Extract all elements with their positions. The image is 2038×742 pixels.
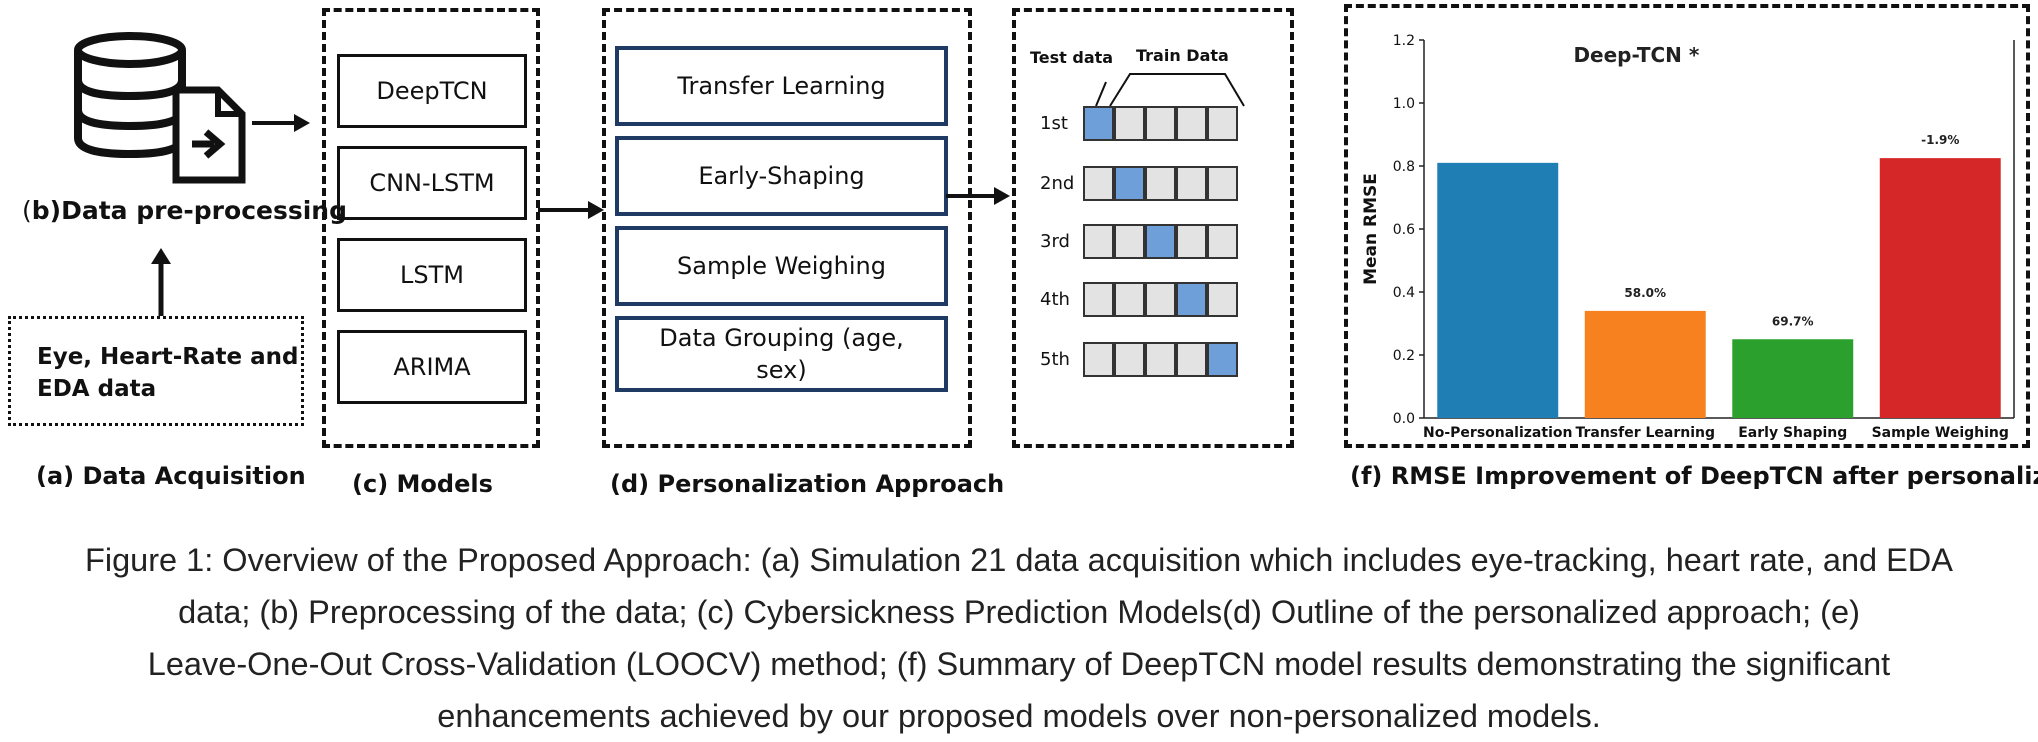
loocv-train-fold [1114,224,1145,259]
loocv-train-fold [1083,342,1114,377]
figure-caption-line-4: enhancements achieved by our proposed mo… [437,698,1601,734]
loocv-train-fold [1145,106,1176,141]
y-tick-label: 0.0 [1393,411,1415,427]
loocv-train-fold [1176,166,1207,201]
loocv-row-label: 5th [1040,349,1070,370]
loocv-row-label: 3rd [1040,231,1070,252]
models-container [322,8,540,448]
loocv-train-fold [1145,342,1176,377]
model-deeptcn: DeepTCN [337,54,527,128]
loocv-train-fold [1207,282,1238,317]
loocv-train-fold [1207,166,1238,201]
figure-caption-line-1: Figure 1: Overview of the Proposed Appro… [85,542,1953,578]
bar-early-shaping [1732,339,1854,418]
loocv-train-fold [1207,106,1238,141]
file-arrow-icon [172,86,246,184]
y-tick-label: 0.6 [1393,222,1415,238]
loocv-train-fold [1176,106,1207,141]
chart-container [1344,4,2030,448]
acquisition-caption: (a) Data Acquisition [36,462,306,490]
loocv-row-label: 2nd [1040,173,1075,194]
x-tick-label: Early Shaping [1738,425,1847,441]
y-tick-label: 0.8 [1393,159,1415,175]
loocv-test-fold [1207,342,1238,377]
loocv-train-fold [1176,342,1207,377]
chart-title: Deep-TCN * [1573,43,1699,67]
loocv-train-fold [1145,166,1176,201]
bar-transfer-learning [1584,310,1706,418]
bar-data-label: 69.7% [1772,314,1814,328]
arrow-up-to-preprocessing [151,248,171,316]
arrow-to-personalization [538,201,604,219]
loocv-train-fold [1114,342,1145,377]
loocv-test-fold [1145,224,1176,259]
preprocessing-caption: (b)Data pre-processing [22,196,347,225]
loocv-train-fold [1083,224,1114,259]
y-tick-label: 0.2 [1393,348,1415,364]
loocv-train-fold [1083,282,1114,317]
loocv-test-fold [1176,282,1207,317]
x-tick-label: Sample Weighing [1872,425,2009,441]
loocv-test-fold [1114,166,1145,201]
acquisition-text: Eye, Heart-Rate and EDA data [37,344,299,402]
loocv-train-fold [1114,282,1145,317]
y-tick-label: 1.0 [1393,96,1415,112]
figure-caption-line-3: Leave-One-Out Cross-Validation (LOOCV) m… [147,646,1891,682]
method-data-grouping: Data Grouping (age, sex) [615,316,948,392]
loocv-container [1012,8,1294,448]
loocv-row-label: 4th [1040,289,1070,310]
train-data-label: Train Data [1136,46,1229,65]
method-sample-weighing: Sample Weighing [615,226,948,306]
bar-data-label: -1.9% [1921,133,1959,147]
acquisition-box: Eye, Heart-Rate and EDA data [8,316,304,426]
figure-caption-line-2: data; (b) Preprocessing of the data; (c)… [178,594,1860,630]
x-tick-label: Transfer Learning [1575,425,1715,441]
test-data-label: Test data [1030,48,1114,67]
chart-caption: (f) RMSE Improvement of DeepTCN after pe… [1350,462,2038,490]
personalization-container [602,8,972,448]
y-axis-label: Mean RMSE [1361,173,1381,285]
model-lstm: LSTM [337,238,527,312]
loocv-train-fold [1145,282,1176,317]
arrow-to-models [252,114,310,132]
y-tick-label: 0.4 [1393,285,1415,301]
train-data-bracket [1095,73,1245,107]
model-cnn-lstm: CNN-LSTM [337,146,527,220]
models-caption: (c) Models [352,470,493,498]
arrow-to-loocv [946,187,1010,205]
loocv-train-fold [1207,224,1238,259]
bar-no-personalization [1437,162,1559,418]
loocv-test-fold [1083,106,1114,141]
bar-sample-weighing [1879,158,2001,418]
x-tick-label: No-Personalization [1423,425,1572,441]
loocv-train-fold [1083,166,1114,201]
loocv-train-fold [1114,106,1145,141]
model-arima: ARIMA [337,330,527,404]
y-tick-label: 1.2 [1393,33,1415,49]
loocv-row-label: 1st [1040,113,1068,134]
method-transfer-learning: Transfer Learning [615,46,948,126]
bar-data-label: 58.0% [1624,286,1666,300]
method-early-shaping: Early-Shaping [615,136,948,216]
personalization-caption: (d) Personalization Approach [610,470,1005,498]
loocv-train-fold [1176,224,1207,259]
